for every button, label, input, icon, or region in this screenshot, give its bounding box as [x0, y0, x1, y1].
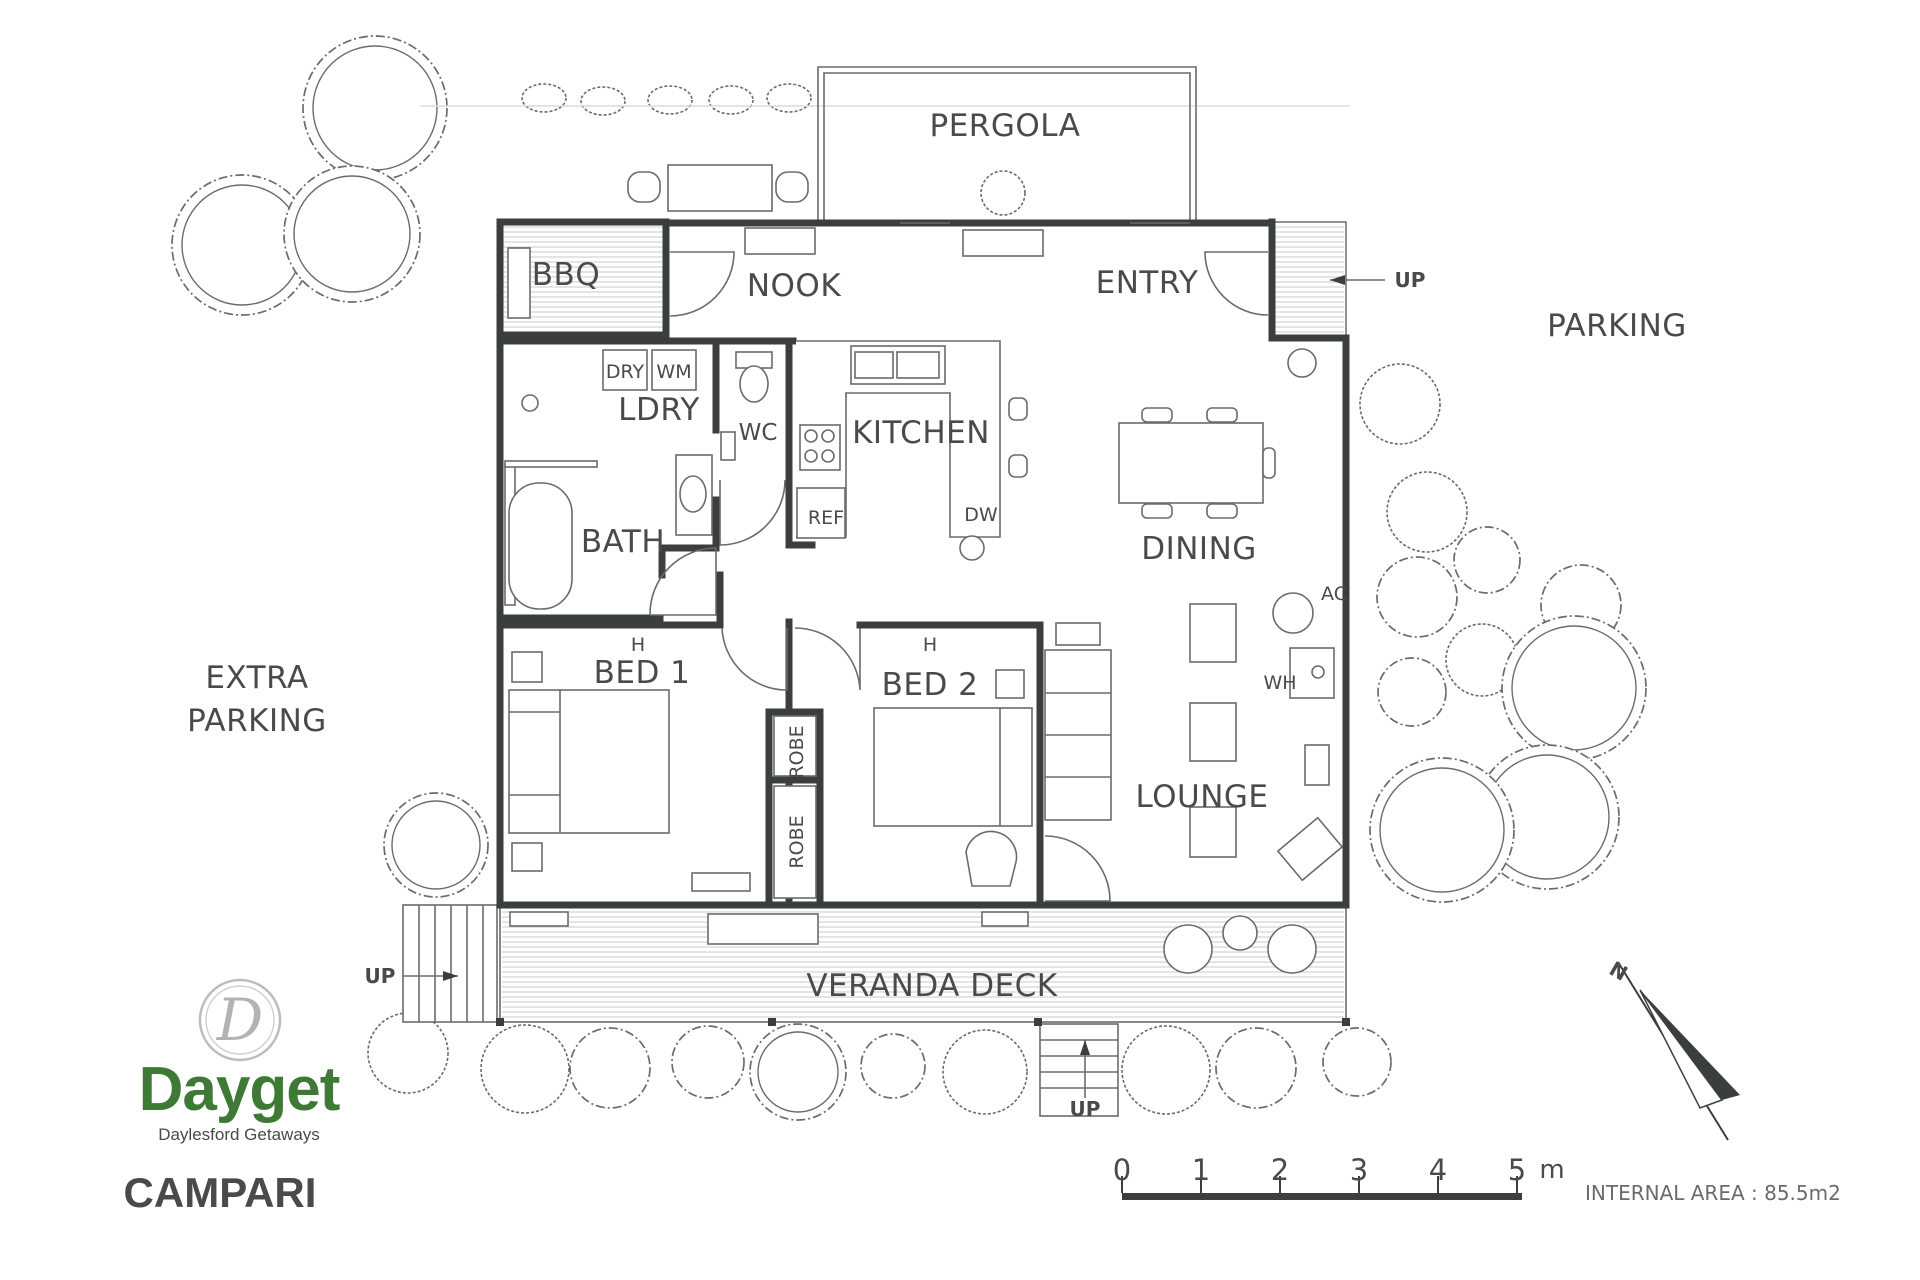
tree-icon — [1453, 526, 1521, 594]
logo-monogram-letter: D — [216, 986, 264, 1054]
veranda-deck — [402, 904, 1350, 1117]
pergola-label: PERGOLA — [930, 108, 1081, 144]
stairs-labels: UP UP UP — [365, 268, 1426, 1121]
scale-tick-2: 2 — [1271, 1153, 1289, 1187]
nook-label: NOOK — [747, 268, 841, 304]
water-heater-label: WH — [1263, 672, 1296, 694]
tree-icon — [383, 792, 489, 898]
shrub-icon — [1121, 1025, 1211, 1115]
walls — [496, 218, 1350, 909]
scale-tick-4: 4 — [1429, 1153, 1447, 1187]
tree-icon — [860, 1033, 926, 1099]
scale-tick-5: 5 — [1508, 1153, 1526, 1187]
shrub-icon — [766, 83, 812, 113]
kitchen-label: KITCHEN — [852, 415, 990, 451]
pergola — [627, 66, 1197, 223]
internal-area: INTERNAL AREA : 85.5m2 — [1585, 1181, 1841, 1205]
robe1-label: ROBE — [786, 725, 808, 778]
shrub-icon — [647, 85, 693, 115]
up-entry-label: UP — [1395, 268, 1426, 292]
north-arrow-icon: N — [1605, 957, 1740, 1141]
tree-icon — [671, 1025, 745, 1099]
veranda-label: VERANDA DECK — [806, 968, 1057, 1004]
tree-icon — [1376, 556, 1458, 638]
fridge-label: REF — [808, 507, 844, 529]
scale-unit: m — [1539, 1155, 1564, 1185]
extra-parking-label-line2: PARKING — [187, 703, 327, 739]
shrub-icon — [980, 170, 1026, 216]
svg-text:N: N — [1605, 957, 1632, 986]
laundry-label: LDRY — [618, 392, 700, 428]
shrub-icon — [480, 1024, 570, 1114]
shrub-icon — [580, 86, 626, 116]
property-name: CAMPARI — [124, 1169, 317, 1216]
bed2-label: BED 2 — [882, 667, 979, 703]
tree-icon — [749, 1023, 847, 1121]
tree-icon — [1501, 615, 1647, 761]
scale-bar: 0 1 2 3 4 5 m INTERNAL AREA : 85.5m2 — [1113, 1153, 1841, 1205]
tree-icon — [302, 35, 448, 181]
shrub-icon — [1359, 363, 1441, 445]
tree-icon — [569, 1027, 651, 1109]
shrub-icon — [1386, 471, 1468, 553]
bed1-label: BED 1 — [594, 655, 691, 691]
tree-icon — [1322, 1027, 1392, 1097]
tree-icon — [283, 165, 421, 303]
landscaping — [171, 35, 1647, 1121]
ac-label: AC — [1321, 583, 1347, 605]
shrub-icon — [521, 83, 567, 113]
robe2-label: ROBE — [786, 815, 808, 868]
tree-icon — [1215, 1027, 1297, 1109]
up-left-label: UP — [365, 964, 396, 988]
shrub-icon — [942, 1029, 1028, 1115]
lounge-label: LOUNGE — [1135, 779, 1268, 815]
logo-tagline: Daylesford Getaways — [158, 1125, 320, 1144]
scale-tick-0: 0 — [1113, 1153, 1131, 1187]
branding: D Dayget Daylesford Getaways CAMPARI — [124, 978, 341, 1216]
tree-icon — [1377, 657, 1447, 727]
bath-label: BATH — [581, 524, 665, 560]
dining-label: DINING — [1141, 531, 1257, 567]
washing-machine-label: WM — [656, 361, 691, 383]
tree-icon — [1369, 757, 1515, 903]
scale-tick-3: 3 — [1350, 1153, 1368, 1187]
logo-name: Dayget — [139, 1055, 340, 1124]
parking-label: PARKING — [1547, 308, 1687, 344]
bed2-heater-label: H — [923, 634, 937, 656]
dishwasher-label: DW — [964, 504, 998, 526]
extra-parking-label-line1: EXTRA — [205, 660, 308, 696]
entry-label: ENTRY — [1096, 265, 1199, 301]
room-labels: PERGOLA BBQ NOOK ENTRY PARKING DRY WM LD… — [187, 108, 1687, 1004]
bed1-heater-label: H — [631, 634, 645, 656]
dryer-label: DRY — [606, 361, 645, 383]
shrub-icon — [708, 85, 754, 115]
scale-tick-1: 1 — [1192, 1153, 1210, 1187]
up-bottom-label: UP — [1070, 1097, 1101, 1121]
wc-label: WC — [739, 420, 778, 446]
shrub-icon — [367, 1012, 449, 1094]
logo-monogram: D — [198, 978, 282, 1062]
bbq-label: BBQ — [532, 257, 600, 293]
fixtures — [504, 340, 1344, 899]
doors — [649, 222, 1269, 902]
